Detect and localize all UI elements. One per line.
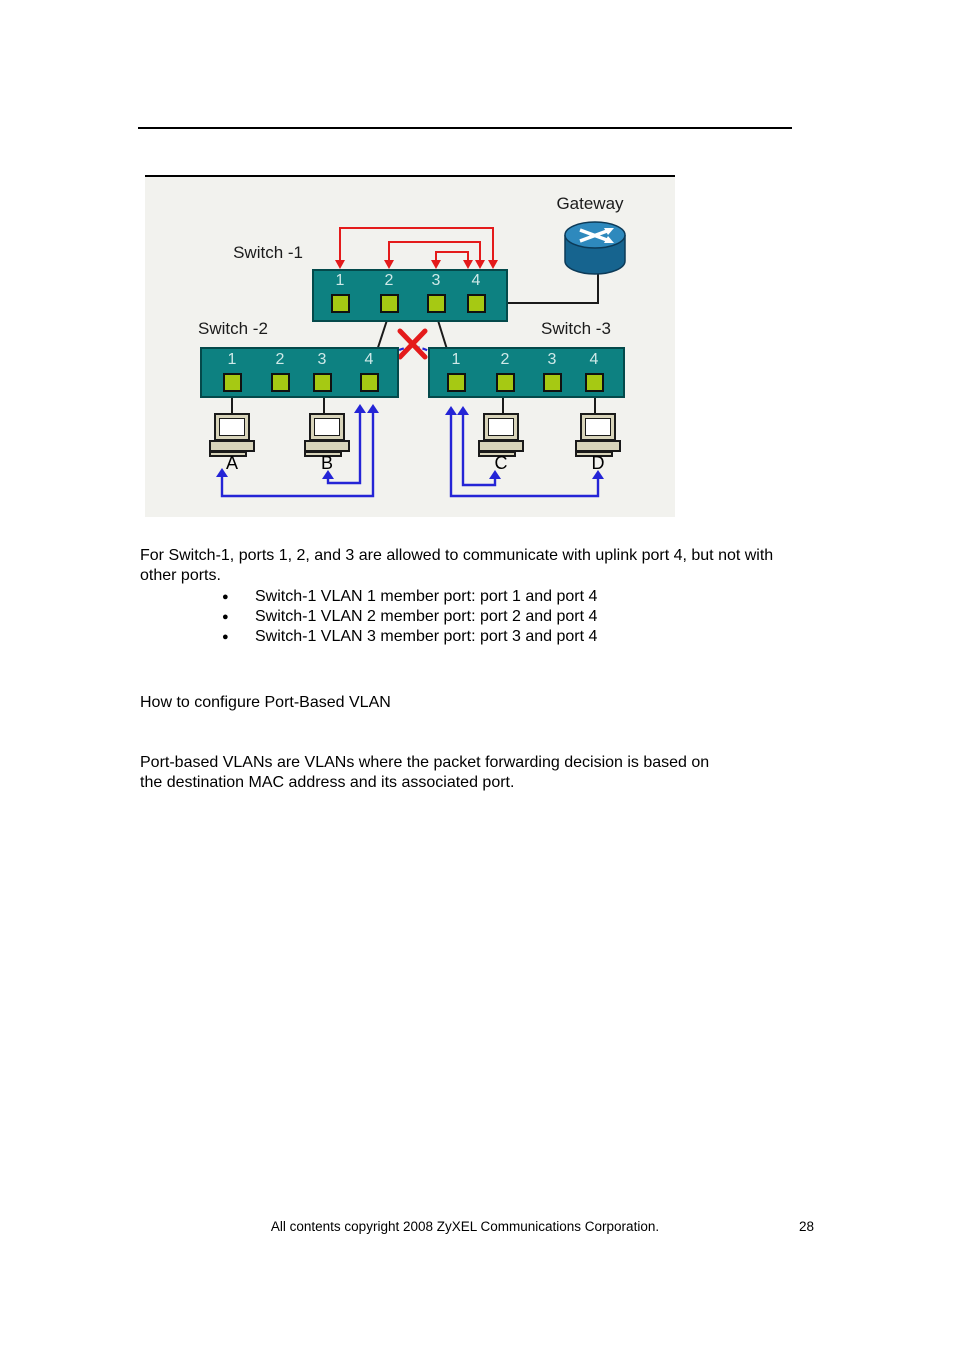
- list-item: ● Switch-1 VLAN 2 member port: port 2 and…: [140, 607, 597, 627]
- header-rule: [138, 127, 792, 129]
- blue-traffic-arrows: [216, 404, 604, 498]
- gateway-label: Gateway: [556, 194, 624, 213]
- copyright-text: All contents copyright 2008 ZyXEL Commun…: [270, 1219, 660, 1234]
- switch2-port1: [223, 373, 242, 392]
- bullet-icon: ●: [222, 611, 229, 623]
- computer-b: B: [302, 413, 352, 472]
- computer-a: A: [207, 413, 257, 472]
- switch2-port4-label: 4: [364, 351, 374, 368]
- switch2-port3-label: 3: [317, 351, 327, 368]
- computer-d-label: D: [591, 453, 605, 473]
- computer-icon: [309, 413, 345, 441]
- switch3-port2-label: 2: [500, 351, 510, 368]
- switch1-port1: [331, 294, 350, 313]
- computer-icon: [580, 413, 616, 441]
- computer-d: D: [573, 413, 623, 472]
- switch3-port1: [447, 373, 466, 392]
- switch3-port1-label: 1: [451, 351, 461, 368]
- paragraph-switch1-rules: For Switch-1, ports 1, 2, and 3 are allo…: [140, 546, 773, 586]
- switch2-port1-label: 1: [227, 351, 237, 368]
- paragraph-line: For Switch-1, ports 1, 2, and 3 are allo…: [140, 547, 774, 564]
- list-item-text: Switch-1 VLAN 2 member port: port 2 and …: [255, 608, 598, 625]
- computer-c: C: [476, 413, 526, 472]
- diagram-top-rule: [145, 175, 675, 177]
- list-item-text: Switch-1 VLAN 1 member port: port 1 and …: [255, 588, 598, 605]
- vlan-topology-diagram: Gateway Switch -1 Switch -2 Switch -3 1 …: [145, 177, 675, 517]
- bullet-icon: ●: [222, 591, 229, 603]
- switch3-label: Switch -3: [541, 319, 611, 338]
- switch1-label: Switch -1: [233, 243, 303, 262]
- switch3-port3-label: 3: [547, 351, 557, 368]
- switch2-port4: [360, 373, 379, 392]
- paragraph-line: Port-based VLANs are VLANs where the pac…: [140, 754, 710, 771]
- switch2-port3: [313, 373, 332, 392]
- switch3-port4-label: 4: [589, 351, 599, 368]
- paragraph-line: other ports.: [140, 567, 221, 584]
- switch1-port2: [380, 294, 399, 313]
- page-number: 28: [798, 1219, 814, 1234]
- list-item-text: Switch-1 VLAN 3 member port: port 3 and …: [255, 628, 598, 645]
- paragraph-port-based-vlan: Port-based VLANs are VLANs where the pac…: [140, 753, 709, 793]
- list-item: ● Switch-1 VLAN 3 member port: port 3 and…: [140, 627, 597, 647]
- switch3-port2: [496, 373, 515, 392]
- gateway-router-icon: [564, 221, 626, 275]
- computer-icon: [483, 413, 519, 441]
- vlan-member-list: ● Switch-1 VLAN 1 member port: port 1 and…: [140, 587, 597, 647]
- computer-icon: [214, 413, 250, 441]
- computer-c-label: C: [494, 453, 508, 473]
- paragraph-line: the destination MAC address and its asso…: [140, 774, 515, 791]
- switch3-port4: [585, 373, 604, 392]
- switch2-port2: [271, 373, 290, 392]
- diagram-connections: [216, 221, 626, 498]
- switch1-port3: [427, 294, 446, 313]
- switch3-port3: [543, 373, 562, 392]
- switch1-port1-label: 1: [335, 272, 345, 289]
- computer-a-label: A: [225, 453, 238, 473]
- switch1-port2-label: 2: [384, 272, 394, 289]
- section-heading: How to configure Port-Based VLAN: [140, 694, 391, 711]
- switch1-port4: [467, 294, 486, 313]
- switch2-label: Switch -2: [198, 319, 268, 338]
- switch2-port2-label: 2: [275, 351, 285, 368]
- bullet-icon: ●: [222, 631, 229, 643]
- page-footer: All contents copyright 2008 ZyXEL Commun…: [140, 1217, 814, 1237]
- red-vlan-arrows: [335, 227, 498, 269]
- switch1-port4-label: 4: [471, 272, 481, 289]
- switch1-port3-label: 3: [431, 272, 441, 289]
- computer-b-label: B: [320, 453, 333, 473]
- list-item: ● Switch-1 VLAN 1 member port: port 1 and…: [140, 587, 597, 607]
- blocked-x-icon: [397, 328, 428, 360]
